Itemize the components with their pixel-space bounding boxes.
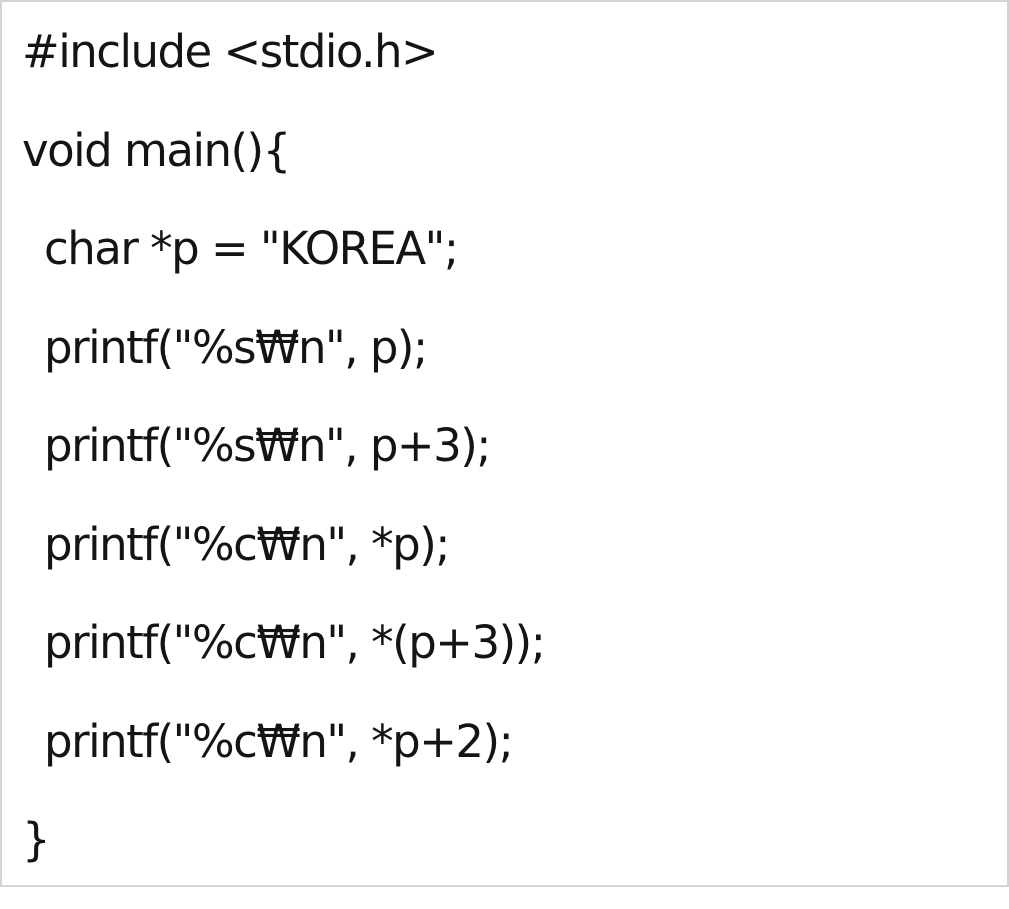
code-line-printf-string-offset: printf("%s₩n", p+3); — [44, 419, 491, 472]
code-line-main-signature: void main(){ — [22, 123, 291, 177]
code-line-pointer-declaration: char *p = "KOREA"; — [44, 222, 459, 275]
code-line-printf-char-plus: printf("%c₩n", *p+2); — [44, 714, 514, 768]
code-line-printf-char-offset: printf("%c₩n", *(p+3)); — [44, 616, 546, 669]
code-frame: #include <stdio.h> void main(){ char *p … — [0, 0, 1009, 887]
code-line-include: #include <stdio.h> — [22, 25, 439, 78]
code-line-closing-brace: } — [22, 813, 51, 866]
code-line-printf-char: printf("%c₩n", *p); — [44, 517, 450, 571]
code-line-printf-string: printf("%s₩n", p); — [44, 320, 428, 374]
code-block: #include <stdio.h> void main(){ char *p … — [22, 22, 546, 909]
